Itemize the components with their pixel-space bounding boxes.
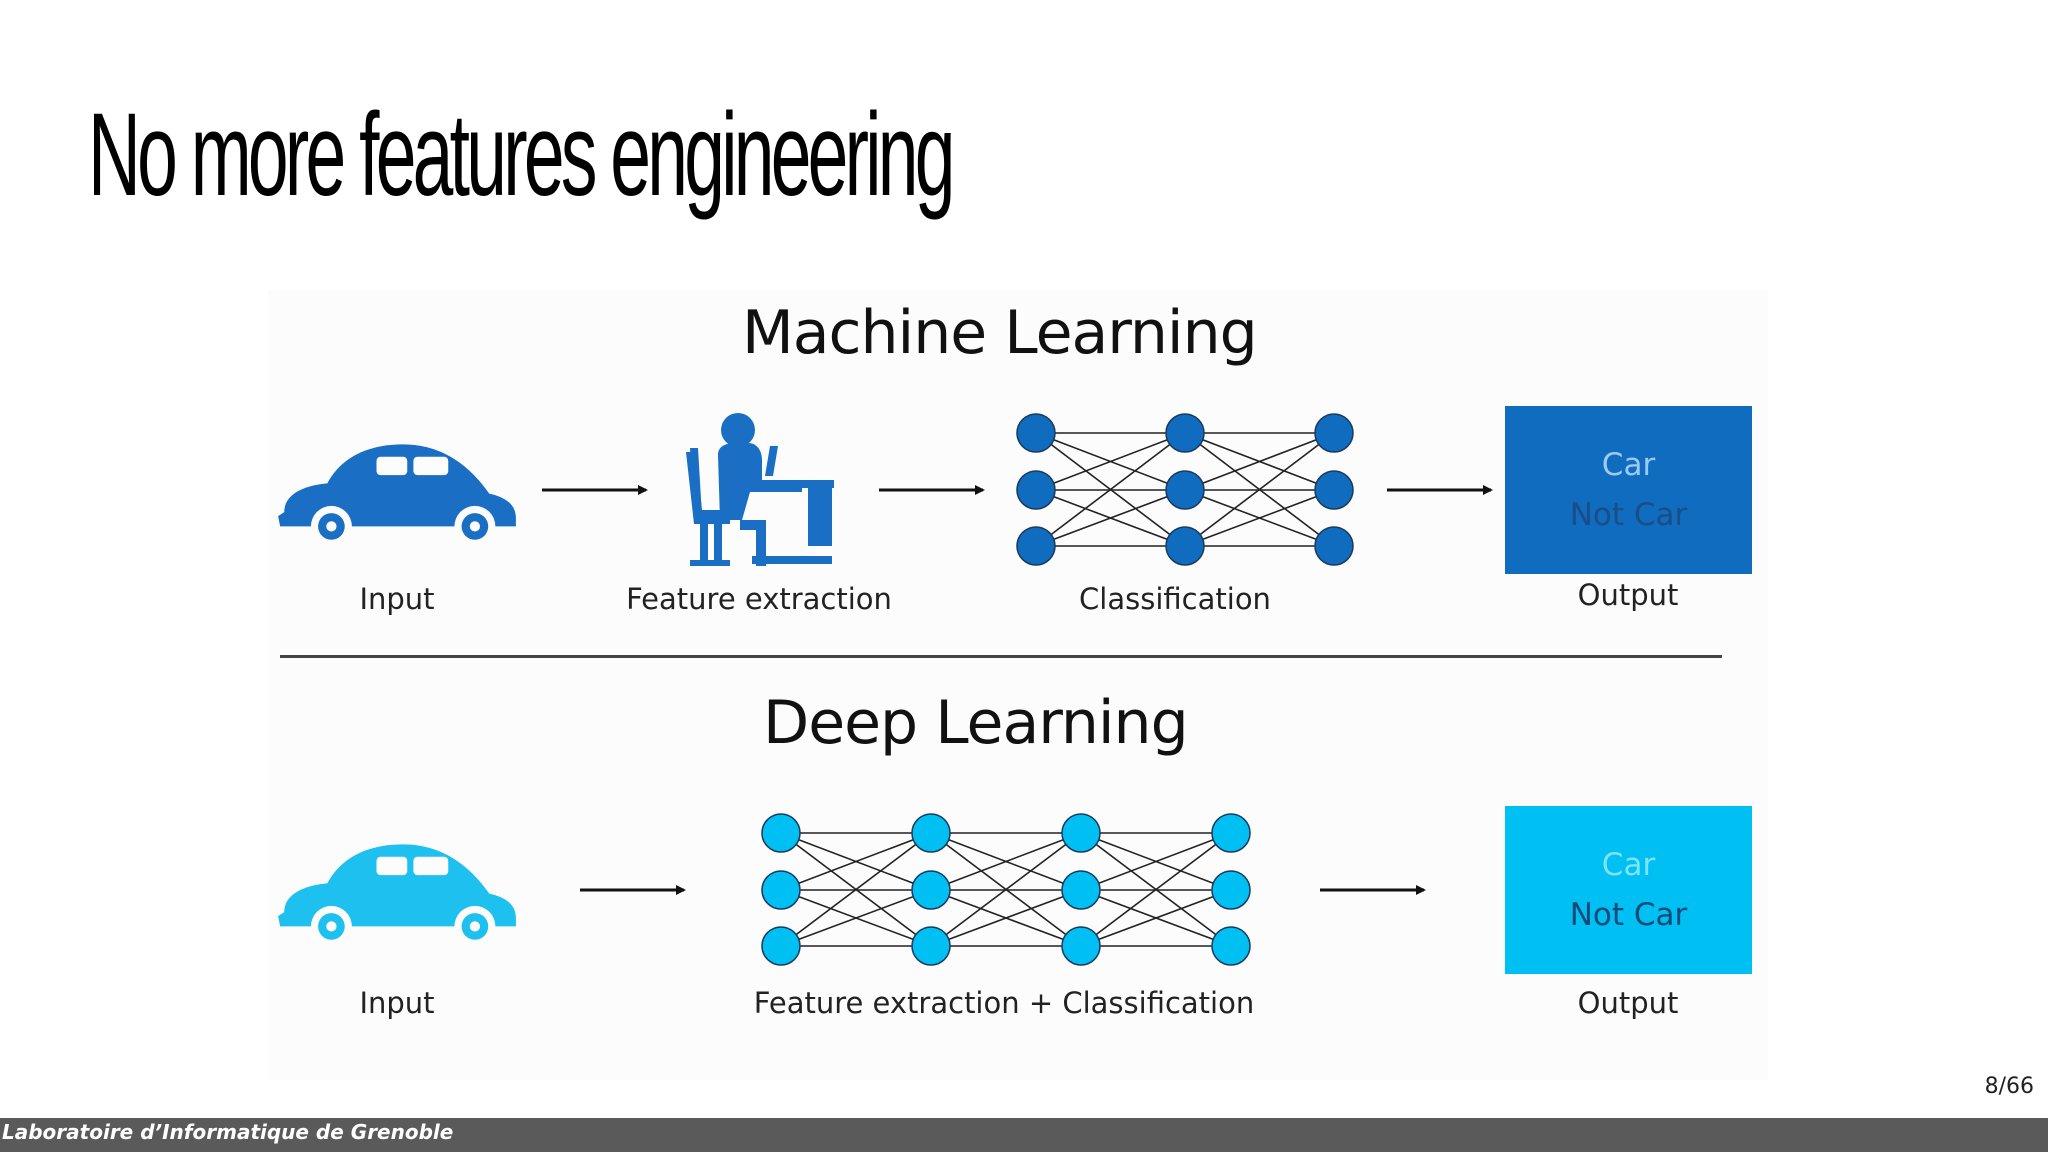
dl-heading: Deep Learning — [763, 688, 1189, 758]
network-node — [761, 926, 801, 966]
person-at-desk-icon — [686, 413, 834, 566]
dl-output-box: Car Not Car — [1505, 806, 1752, 974]
ml-output-box: Car Not Car — [1505, 406, 1752, 574]
ml-output-label: Output — [1577, 578, 1679, 612]
dl-combined-label: Feature extraction + Classification — [753, 986, 1255, 1020]
network-node — [911, 813, 951, 853]
network-connection — [780, 889, 932, 947]
slide-title: No more features engineering — [88, 89, 955, 221]
network-connection — [930, 832, 1082, 891]
network-connection — [1035, 432, 1186, 491]
footer-bar — [0, 1118, 2048, 1152]
output-option-not-car: Not Car — [1569, 897, 1688, 933]
network-node — [1165, 526, 1205, 566]
network-node — [1061, 813, 1101, 853]
ml-classification-label: Classification — [1079, 582, 1271, 616]
network-node — [911, 926, 951, 966]
network-node — [911, 870, 951, 910]
network-node — [1016, 470, 1056, 510]
network-connection — [1184, 432, 1335, 547]
output-option-not-car: Not Car — [1569, 497, 1688, 533]
network-connection — [1080, 832, 1232, 947]
footer-lab-name: Laboratoire d’Informatique de Grenoble — [2, 1120, 454, 1144]
network-connection — [1184, 489, 1335, 547]
network-node — [761, 813, 801, 853]
network-connection — [1080, 832, 1232, 891]
ml-feature-label: Feature extraction — [626, 582, 892, 616]
dl-output-label: Output — [1577, 986, 1679, 1020]
network-node — [1061, 870, 1101, 910]
neural-network-icon — [761, 813, 1251, 966]
network-node — [761, 870, 801, 910]
page-number: 8/66 — [1984, 1074, 2034, 1099]
network-node — [1211, 813, 1251, 853]
network-connection — [780, 832, 932, 891]
network-node — [1165, 470, 1205, 510]
network-connection — [930, 889, 1082, 947]
ml-heading: Machine Learning — [742, 298, 1258, 368]
network-node — [1211, 870, 1251, 910]
network-connection — [1080, 889, 1232, 947]
network-connection — [1035, 432, 1186, 547]
network-node — [1165, 413, 1205, 453]
network-node — [1314, 413, 1354, 453]
car-icon — [278, 844, 516, 945]
network-connection — [780, 832, 932, 947]
car-icon — [278, 444, 516, 545]
dl-input-label: Input — [359, 986, 435, 1020]
network-node — [1314, 470, 1354, 510]
network-node — [1016, 526, 1056, 566]
section-divider — [280, 655, 1722, 658]
network-connection — [930, 832, 1082, 947]
network-node — [1211, 926, 1251, 966]
output-option-car: Car — [1601, 847, 1656, 883]
network-connection — [1035, 489, 1186, 547]
network-node — [1314, 526, 1354, 566]
output-option-car: Car — [1601, 447, 1656, 483]
neural-network-icon — [1016, 413, 1354, 566]
ml-input-label: Input — [359, 582, 435, 616]
network-node — [1061, 926, 1101, 966]
network-node — [1016, 413, 1056, 453]
network-connection — [1184, 432, 1335, 491]
